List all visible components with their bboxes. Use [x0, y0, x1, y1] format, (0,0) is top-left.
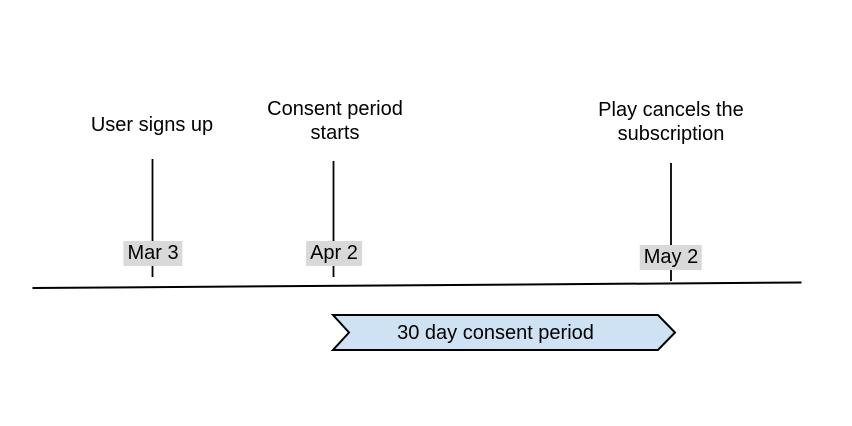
event-label-play-cancels-subscription: Play cancels the subscription — [598, 99, 744, 145]
date-label-mar3: Mar 3 — [123, 241, 183, 266]
event-label-consent-period-starts: Consent period starts — [267, 98, 403, 144]
consent-period-ribbon-label: 30 day consent period — [397, 322, 594, 344]
timeline-axis-line — [32, 281, 802, 289]
date-label-may2: May 2 — [639, 245, 703, 270]
event-label-user-signs-up: User signs up — [90, 114, 214, 136]
date-label-apr2: Apr 2 — [306, 241, 362, 266]
consent-period-ribbon — [330, 314, 677, 351]
